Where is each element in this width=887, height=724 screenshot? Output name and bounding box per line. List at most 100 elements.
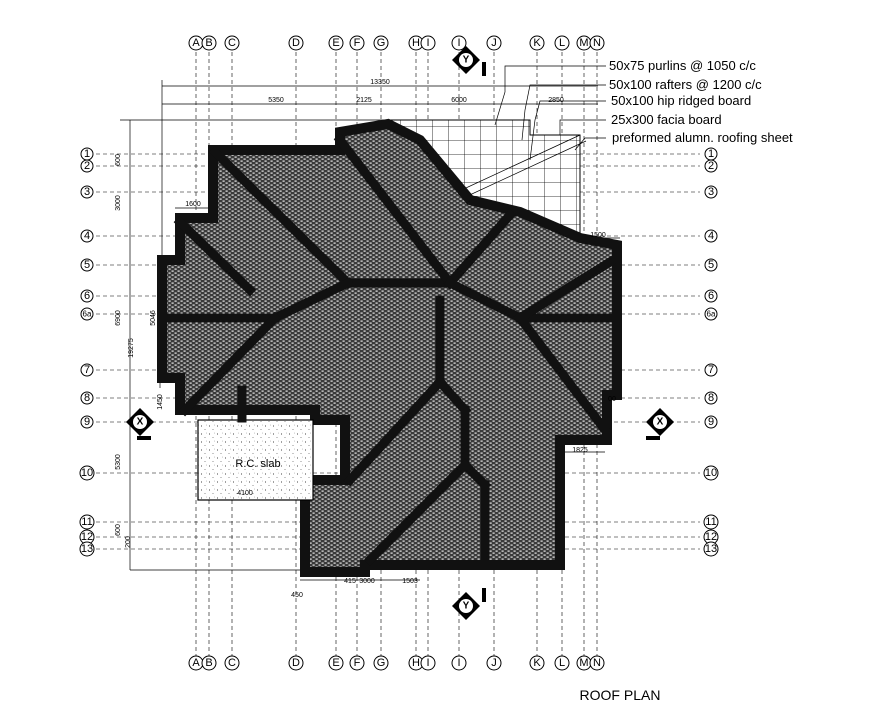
grid-col-label: A <box>192 37 200 49</box>
grid-row-label: 6 <box>708 290 714 302</box>
grid-row-label: 3 <box>708 186 714 198</box>
dim-text: 6900 <box>115 310 122 326</box>
grid-col-label: F <box>354 657 361 669</box>
column-bubbles-top: A B C D E F G H I I J K L M N <box>188 35 605 51</box>
grid-row-label: 4 <box>708 230 714 242</box>
grid-col-label: C <box>228 657 236 669</box>
dim-text: 4100 <box>237 490 253 497</box>
grid-col-label: H <box>412 37 420 49</box>
dim-text: 415 <box>344 578 356 585</box>
grid-row-label: 9 <box>84 416 90 428</box>
grid-col-label: L <box>559 37 565 49</box>
grid-col-label: L <box>559 657 565 669</box>
grid-col-label: A <box>192 657 200 669</box>
grid-row-label: 10 <box>81 467 93 479</box>
grid-col-label: F <box>354 37 361 49</box>
grid-row-label: 5 <box>708 259 714 271</box>
grid-row-label: 1 <box>84 148 90 160</box>
grid-row-label: 13 <box>705 543 717 555</box>
grid-row-label: 6a <box>707 310 716 319</box>
dim-text: 5046 <box>150 310 157 326</box>
section-mark-label: X <box>657 417 664 428</box>
grid-col-label: I <box>457 657 460 669</box>
grid-col-label: N <box>593 657 601 669</box>
dim-text: 1503 <box>402 578 418 585</box>
dim-text: 600 <box>115 154 122 166</box>
section-mark-x-right: X <box>646 408 674 440</box>
dim-text: 19275 <box>128 338 135 358</box>
grid-col-label: G <box>377 657 386 669</box>
grid-row-label: 5 <box>84 259 90 271</box>
dim-text: 13350 <box>370 79 390 86</box>
grid-row-label: 13 <box>81 543 93 555</box>
slab-label: R.C. slab <box>235 458 280 470</box>
grid-row-label: 7 <box>84 364 90 376</box>
grid-col-label: M <box>579 37 588 49</box>
grid-col-label: I <box>457 37 460 49</box>
grid-col-label: I <box>426 657 429 669</box>
grid-row-label: 2 <box>84 160 90 172</box>
grid-col-label: G <box>377 37 386 49</box>
dim-text: 200 <box>125 536 132 548</box>
grid-row-label: 12 <box>705 531 717 543</box>
dim-text: 1600 <box>185 201 201 208</box>
grid-col-label: J <box>491 37 497 49</box>
section-mark-label: X <box>137 417 144 428</box>
grid-row-label: 10 <box>705 467 717 479</box>
dim-text: 1500 <box>590 232 606 239</box>
note-leaders <box>494 65 606 161</box>
grid-col-label: D <box>292 657 300 669</box>
dim-text: 3000 <box>359 578 375 585</box>
dim-text: 1450 <box>157 394 164 410</box>
grid-col-label: D <box>292 37 300 49</box>
grid-row-label: 8 <box>708 392 714 404</box>
roof-outline <box>157 118 622 577</box>
section-mark-label: Y <box>463 601 470 612</box>
note-purlins: 50x75 purlins @ 1050 c/c <box>609 58 756 73</box>
grid-row-label: 6a <box>83 310 92 319</box>
grid-col-label: C <box>228 37 236 49</box>
dim-text: 5350 <box>268 97 284 104</box>
grid-col-label: N <box>593 37 601 49</box>
grid-row-label: 7 <box>708 364 714 376</box>
dim-text: 450 <box>291 592 303 599</box>
hip-ridges <box>160 133 620 567</box>
grid-row-label: 9 <box>708 416 714 428</box>
grid-row-label: 11 <box>81 516 92 528</box>
section-mark-y-top: Y <box>452 46 486 76</box>
grid-col-label: B <box>205 37 212 49</box>
grid-row-label: 2 <box>708 160 714 172</box>
dim-text: 600 <box>115 524 122 536</box>
note-rafters: 50x100 rafters @ 1200 c/c <box>609 77 762 92</box>
grid-col-label: M <box>579 657 588 669</box>
dim-text: 1825 <box>572 447 588 454</box>
grid-row-label: 8 <box>84 392 90 404</box>
grid-col-label: I <box>426 37 429 49</box>
section-mark-x-left: X <box>126 408 154 440</box>
grid-row-label: 3 <box>84 186 90 198</box>
dim-text: 00 <box>608 396 616 403</box>
section-mark-y-bottom: Y <box>452 588 486 620</box>
note-hip-ridge: 50x100 hip ridged board <box>611 93 751 108</box>
grid-row-label: 11 <box>705 516 716 528</box>
grid-col-label: K <box>533 37 541 49</box>
grid-row-label: 12 <box>81 531 93 543</box>
dim-text: 6000 <box>451 97 467 104</box>
grid-col-label: E <box>332 657 339 669</box>
grid-col-label: B <box>205 657 212 669</box>
dim-text: 3000 <box>115 195 122 211</box>
row-bubbles-left: 1 2 3 4 5 6 6a 7 8 9 10 11 12 13 <box>79 147 95 557</box>
column-bubbles-bottom: A B C D E F G H I I J K L M N <box>188 655 605 671</box>
note-roof-sheet: preformed alumn. roofing sheet <box>612 130 793 145</box>
dimension-texts: 13350 5350 2125 6000 2850 600 3000 1600 … <box>115 79 616 599</box>
material-notes: 50x75 purlins @ 1050 c/c 50x100 rafters … <box>609 58 793 145</box>
grid-row-label: 4 <box>84 230 90 242</box>
dim-text: 2850 <box>548 97 564 104</box>
grid-col-label: H <box>412 657 420 669</box>
dim-text: 5300 <box>115 454 122 470</box>
grid-col-label: K <box>533 657 541 669</box>
grid-col-label: E <box>332 37 339 49</box>
row-bubbles-right: 1 2 3 4 5 6 6a 7 8 9 10 11 12 13 <box>703 147 719 557</box>
rc-slab <box>197 419 314 501</box>
